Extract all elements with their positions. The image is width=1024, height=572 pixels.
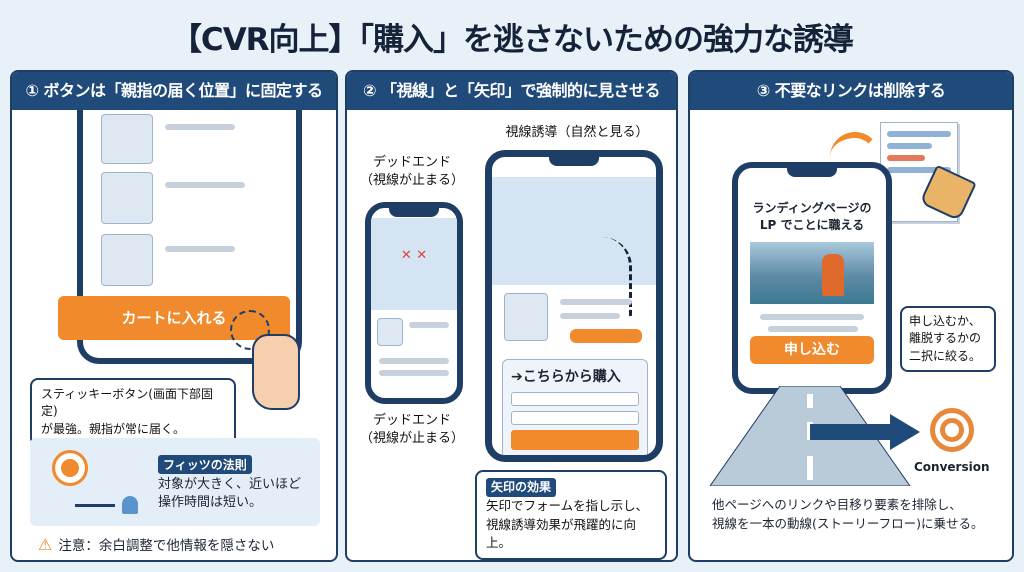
text: 二択に絞る。 (909, 348, 982, 363)
callout-text: が最強。親指が常に届く。 (41, 421, 186, 436)
apply-button[interactable]: 申し込む (750, 336, 874, 364)
text: 離脱するかの (909, 331, 982, 346)
warning-note: ⚠ 注意：余白調整で他情報を隠さない (38, 534, 275, 555)
sweater-product-image (101, 172, 153, 224)
dead-end-label-bottom: デッドエンド （視線が止まる） (352, 412, 472, 447)
link-line (887, 155, 926, 161)
link-line (887, 167, 951, 173)
dress-product-image (101, 114, 153, 164)
fitts-tag: フィッツの法則 (158, 455, 252, 474)
text: 他ページへのリンクや目移り要素を排除し、 (712, 497, 962, 512)
bag-product-image (101, 234, 153, 286)
link-line (887, 143, 932, 149)
panel-sticky-button: ① ボタンは「親指の届く位置」に固定する カートに入れる スティッキーボタン(画… (10, 70, 338, 562)
text: 申し込むか、 (909, 314, 981, 328)
notch (549, 157, 599, 166)
form-input-2[interactable] (511, 411, 639, 425)
panel-header: ③ 不要なリンクは削除する (690, 72, 1012, 110)
lp-phone: ランディングページの LP でことに職える 申し込む (732, 162, 892, 394)
text-line (165, 246, 235, 252)
arrow-icon (75, 504, 115, 507)
text-line (379, 358, 449, 364)
page-title: 【CVR向上】「購入」を逃さないための強力な誘導 (170, 22, 854, 58)
woman-illustration: ✕ ✕ (371, 218, 457, 310)
product-thumb (377, 318, 403, 346)
dead-end-phone: ✕ ✕ (365, 202, 463, 404)
woman-looking-down-illustration (492, 177, 656, 285)
choice-callout: 申し込むか、 離脱するかの 二択に絞る。 (900, 306, 996, 373)
text: （視線が止まる） (359, 430, 464, 446)
text: 視線を一本の動線(ストーリーフロー)に乗せる。 (712, 515, 984, 531)
text-line (379, 370, 449, 376)
tap-target-icon (230, 310, 270, 350)
lp-title: ランディングページの LP でことに職える (738, 200, 886, 235)
notch (389, 208, 439, 217)
text: デッドエンド (372, 155, 451, 170)
text-line (165, 182, 245, 188)
purchase-form: ➔こちらから購入 (502, 359, 648, 455)
small-buy-button[interactable] (570, 329, 642, 343)
text-line (560, 299, 632, 305)
x-eyes-icon: ✕ ✕ (400, 248, 428, 263)
text-line (760, 314, 864, 320)
panel-header: ② 「視線」と「矢印」で強制的に見させる (347, 72, 676, 110)
orange-curved-arrow (830, 132, 880, 168)
text-line (768, 326, 858, 332)
text: ランディングページの (752, 201, 872, 215)
text: LP でことに職える (759, 218, 865, 233)
conversion-label: Conversion (914, 460, 990, 474)
panel-gaze-arrow: ② 「視線」と「矢印」で強制的に見させる デッドエンド（視線が止まる） ✕ ✕ … (345, 70, 678, 562)
user-icon (122, 496, 138, 514)
warning-text: 注意：余白調整で他情報を隠さない (58, 538, 275, 554)
arrow-effect-callout: 矢印の効果 矢印でフォームを指し示し、 視線誘導効果が飛躍的に向上。 (475, 470, 667, 560)
form-submit-button[interactable] (511, 430, 639, 450)
fitts-law-box: フィッツの法則 対象が大きく、近いほど 操作時間は短い。 (30, 438, 320, 526)
text: 対象が大きく、近いほど (158, 477, 302, 492)
form-heading: ➔こちらから購入 (511, 369, 621, 385)
target-icon (52, 450, 88, 486)
warning-icon: ⚠ (38, 534, 53, 554)
direction-arrow-icon (810, 414, 920, 450)
guided-phone: ➔こちらから購入 (485, 150, 663, 462)
text: デッドエンド (372, 413, 451, 428)
person-orange-jacket (822, 254, 844, 296)
form-input-1[interactable] (511, 392, 639, 406)
dress-thumb (504, 293, 548, 341)
guided-label: 視線誘導（自然と見る） (505, 125, 649, 140)
hero-image (750, 242, 874, 304)
panel3-summary: 他ページへのリンクや目移り要素を排除し、 視線を一本の動線(ストーリーフロー)に… (712, 496, 984, 534)
dead-end-label-top: デッドエンド （視線が止まる） (352, 154, 472, 189)
text: （視線が止まる） (359, 172, 464, 188)
callout-text: スティッキーボタン(画面下部固定) (41, 387, 213, 419)
notch (787, 168, 837, 177)
gaze-dashed-arrow (602, 237, 632, 317)
text-line (165, 124, 235, 130)
text: 操作時間は短い。 (158, 495, 263, 511)
text: 視線誘導効果が飛躍的に向上。 (486, 516, 637, 550)
fitts-description: 対象が大きく、近いほど 操作時間は短い。 (158, 476, 301, 512)
text-line (560, 313, 620, 319)
link-line (887, 131, 951, 137)
panel-header: ① ボタンは「親指の届く位置」に固定する (12, 72, 336, 110)
callout-tag: 矢印の効果 (486, 478, 557, 498)
text-line (409, 322, 449, 328)
text: 矢印でフォームを指し示し、 (486, 498, 649, 514)
hand-pointer-icon (252, 334, 300, 410)
conversion-target-icon (930, 408, 974, 452)
sticky-button-callout: スティッキーボタン(画面下部固定) が最強。親指が常に届く。 (30, 378, 236, 447)
